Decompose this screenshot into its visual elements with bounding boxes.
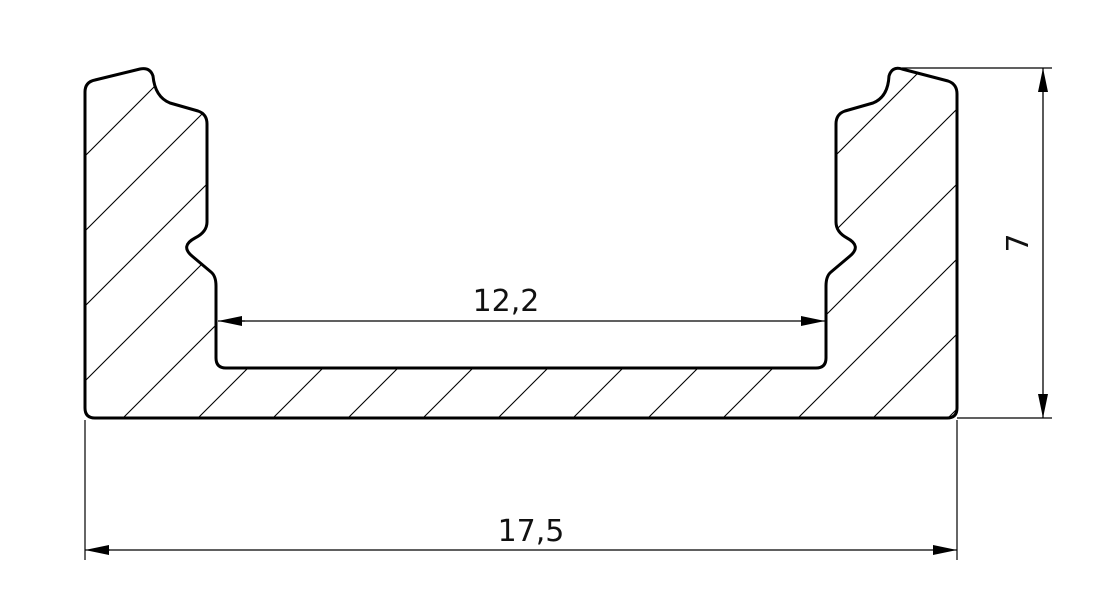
- height-label: 7: [1001, 233, 1036, 252]
- outer-width-label: 17,5: [498, 514, 565, 549]
- inner-width-label: 12,2: [473, 284, 540, 319]
- profile-section: [83, 66, 959, 420]
